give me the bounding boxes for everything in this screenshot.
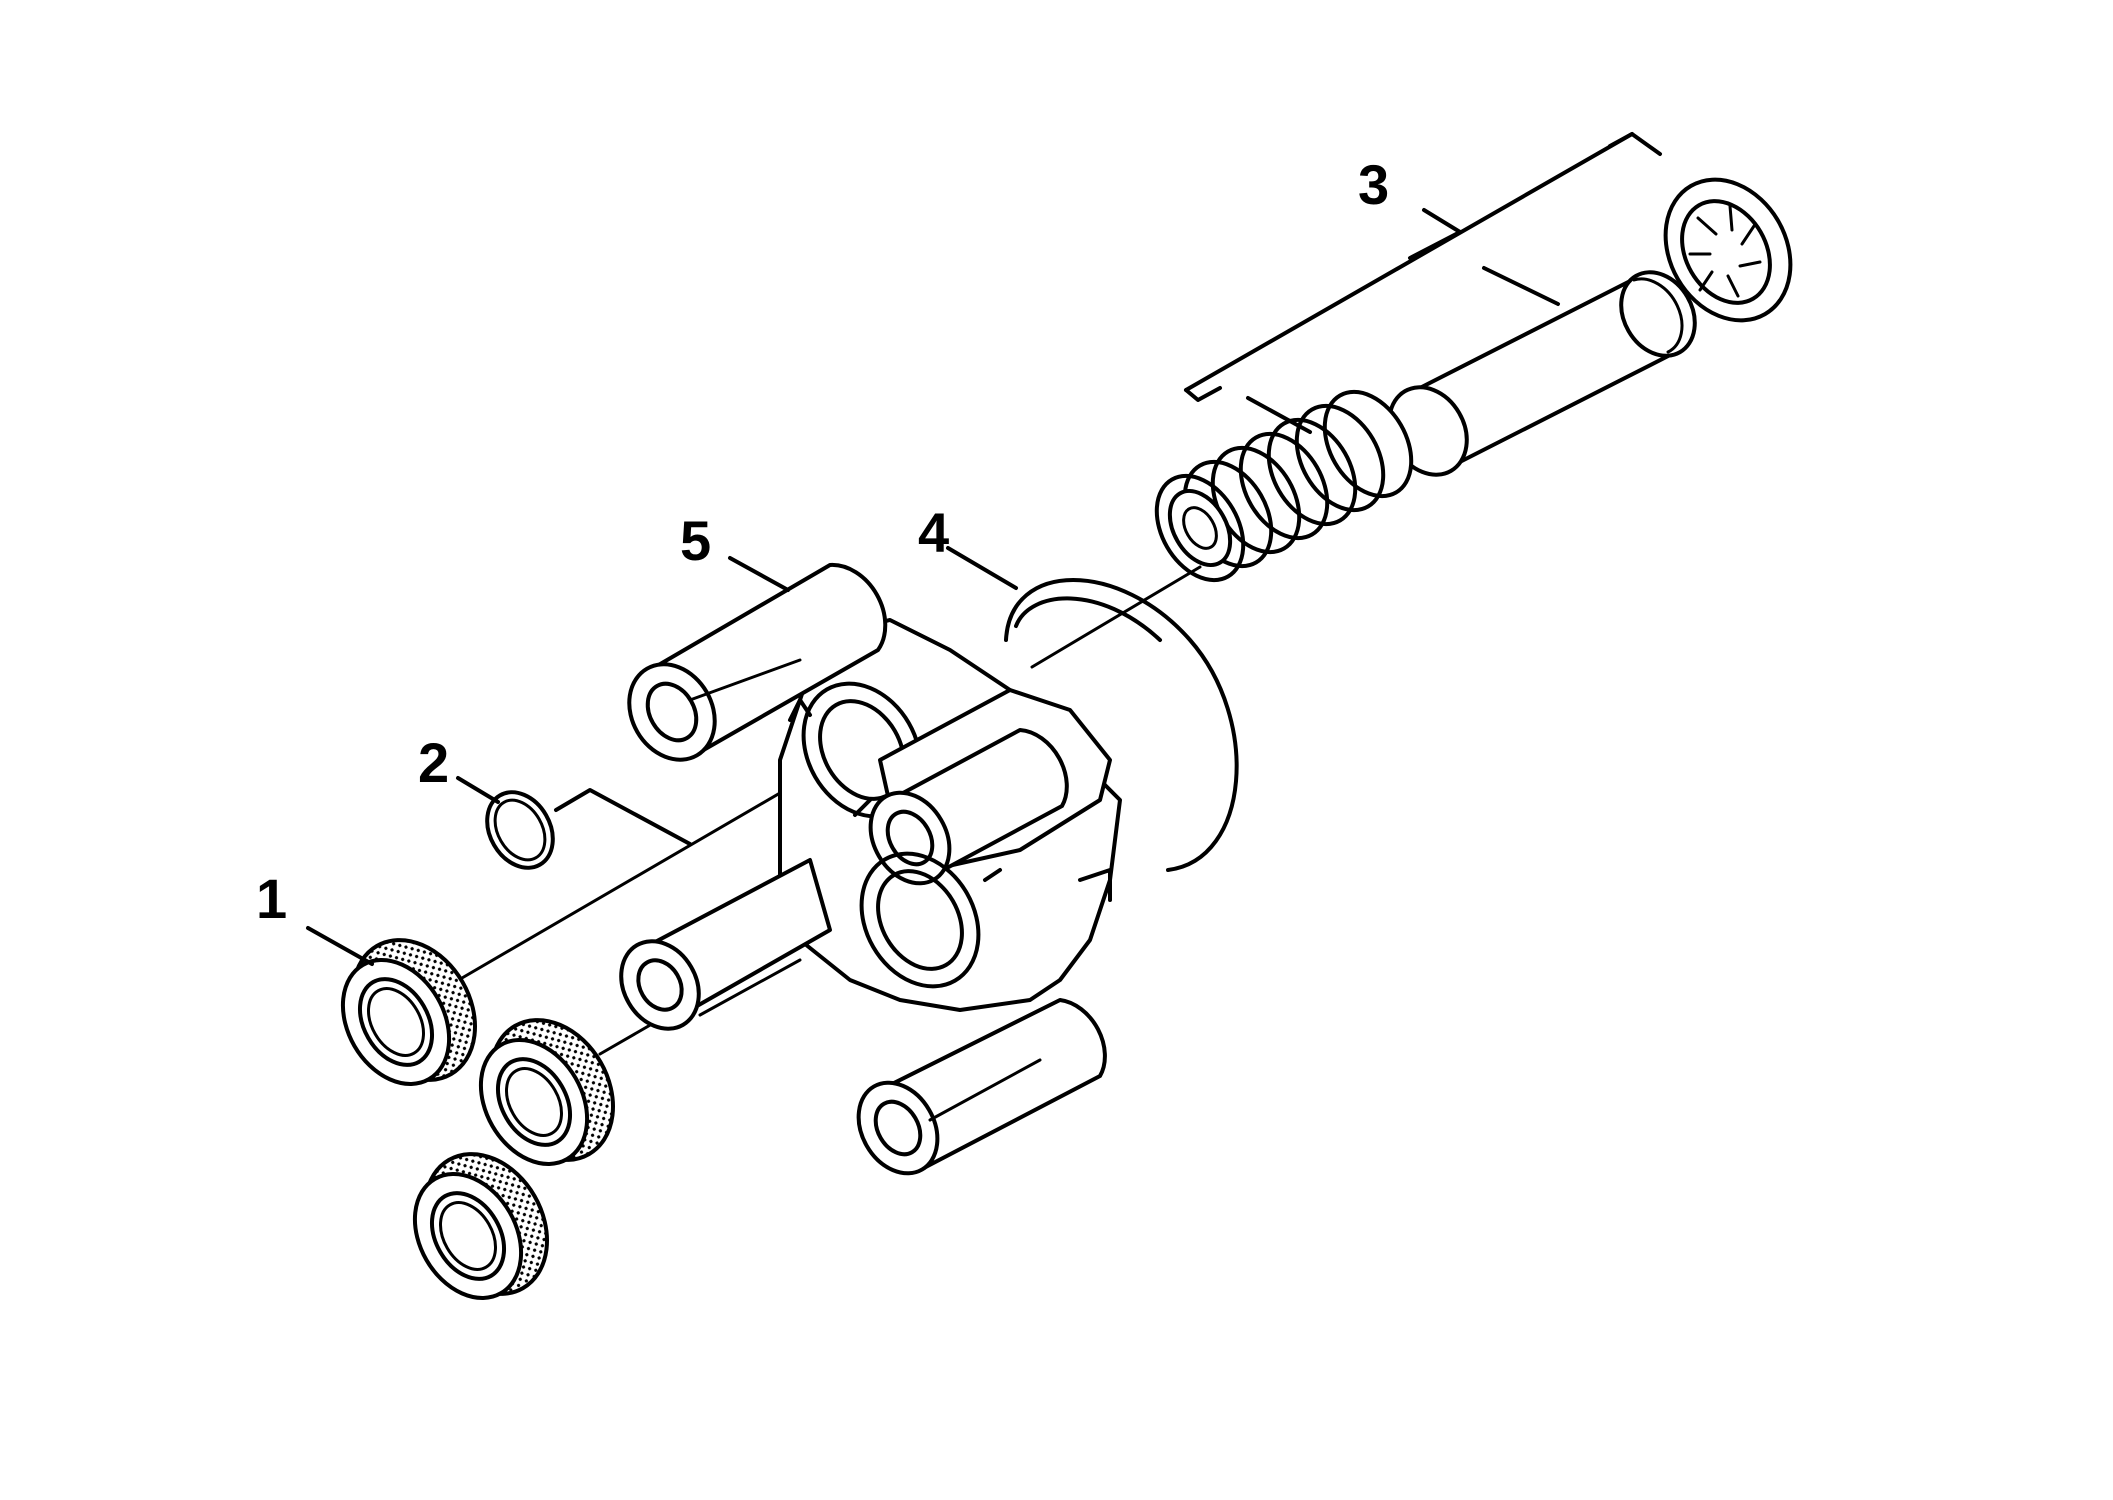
grooved-seal-2 (478, 1018, 615, 1166)
callout-2: 2 (418, 731, 449, 794)
retaining-washer (1663, 177, 1793, 323)
callouts: 1 2 3 4 5 (256, 153, 1389, 930)
grooved-seal-3 (412, 1152, 549, 1300)
callout-5: 5 (680, 509, 711, 572)
large-o-ring (1004, 578, 1239, 872)
bracket-3 (1184, 132, 1662, 434)
leader-lines (306, 546, 1018, 966)
piston-pin (1387, 270, 1697, 477)
small-o-ring (485, 790, 555, 870)
coil-spring (1154, 389, 1414, 583)
callout-4: 4 (918, 501, 949, 564)
callout-3: 3 (1358, 153, 1389, 216)
grooved-seal-1 (340, 938, 477, 1086)
pump-head-housing (619, 562, 1122, 1176)
bracket-2 (554, 788, 692, 846)
callout-1: 1 (256, 867, 287, 930)
